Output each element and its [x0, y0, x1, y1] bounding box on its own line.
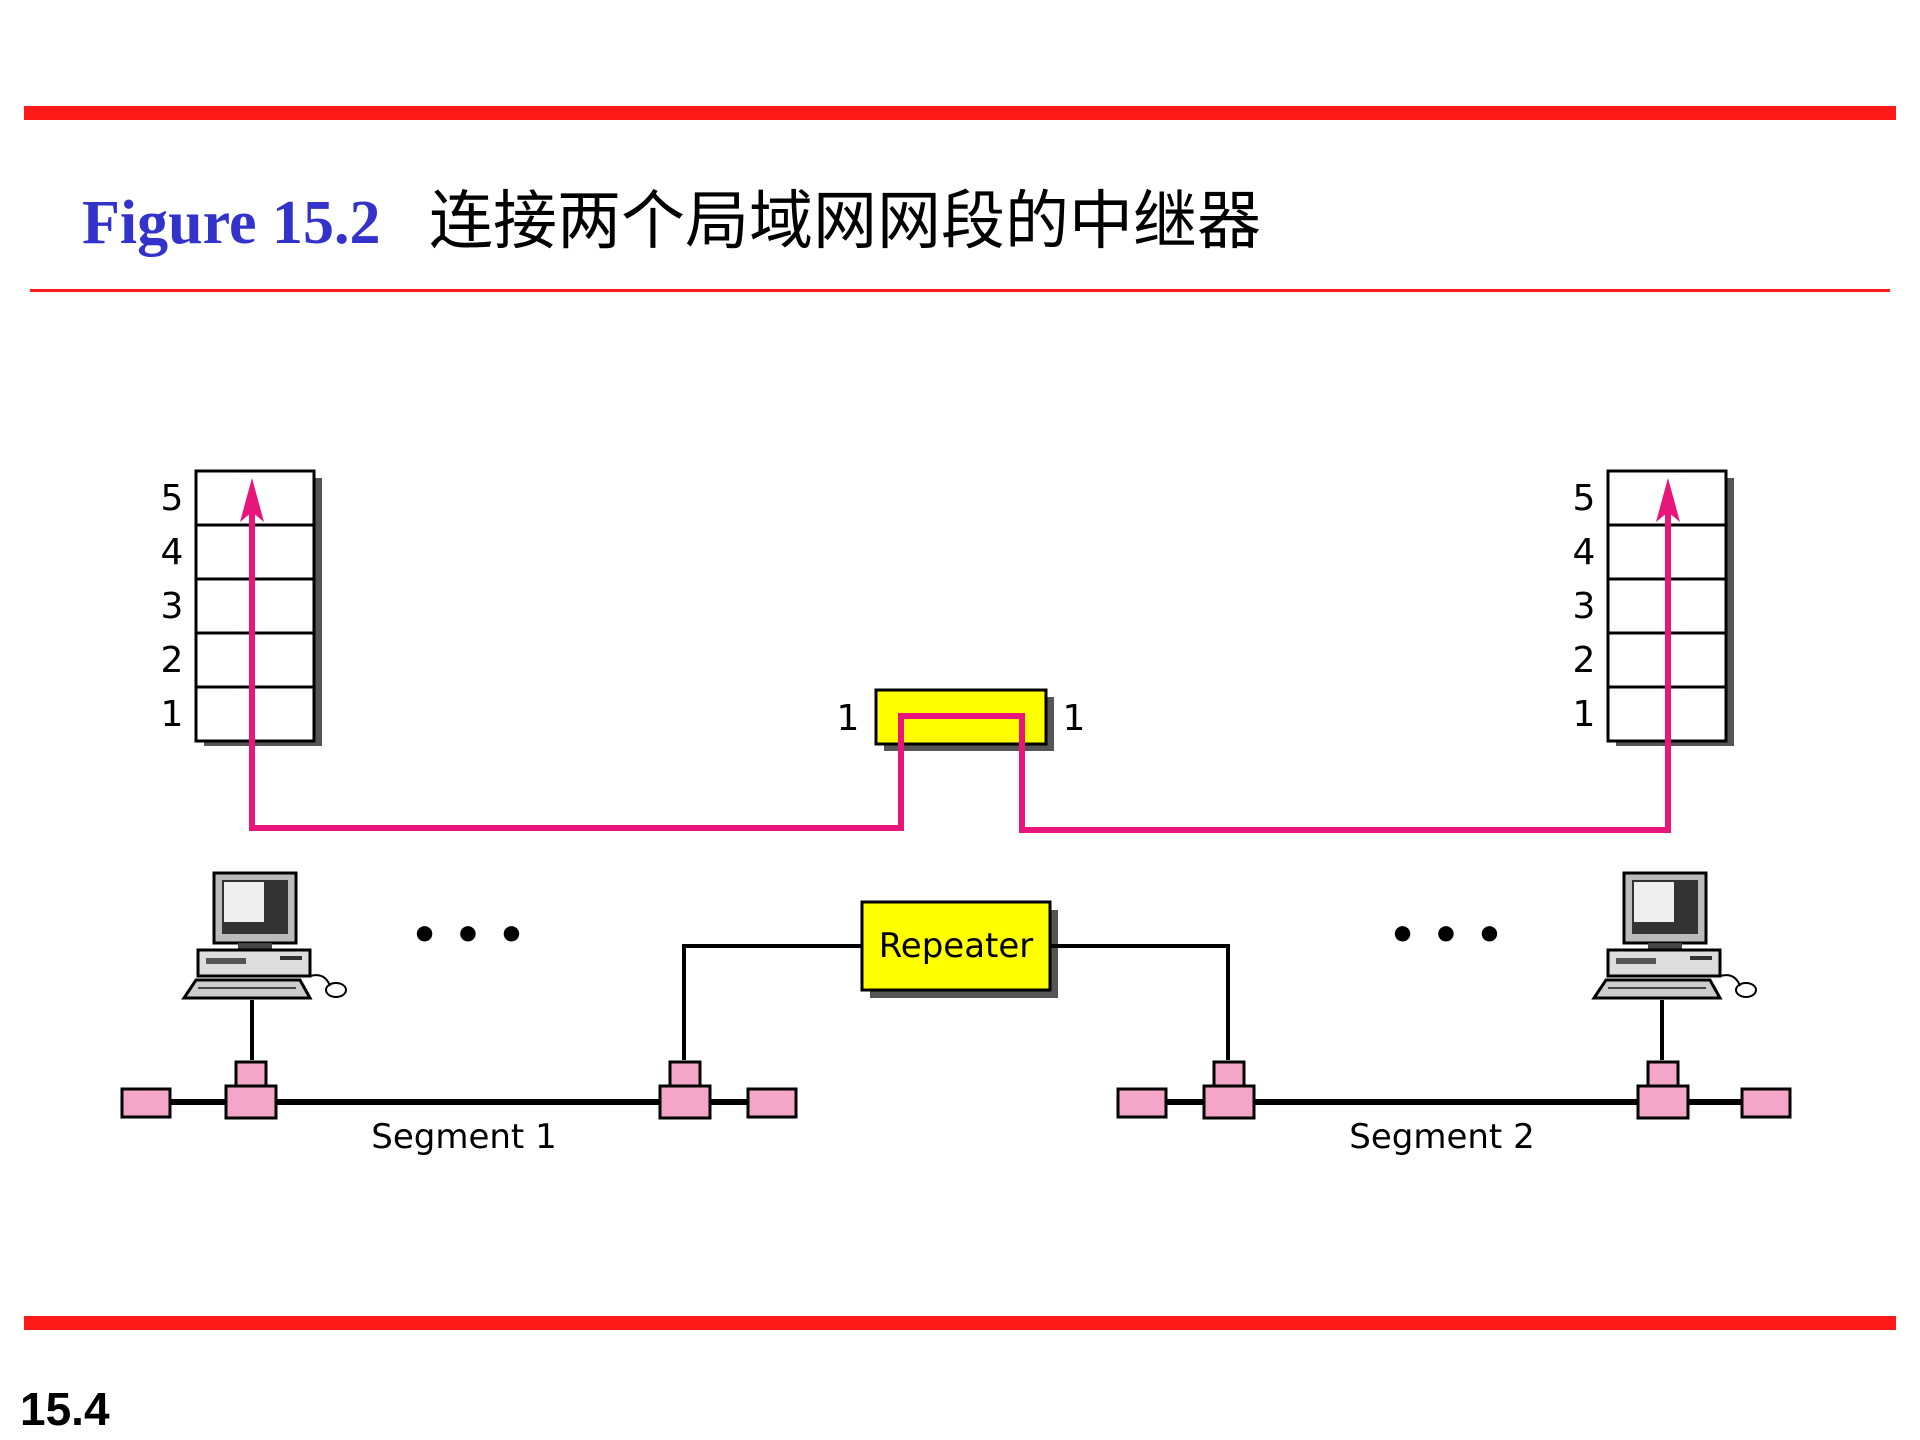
segment-1-terminator-left — [120, 1087, 172, 1119]
t-connector-stem — [234, 1060, 268, 1088]
t-connector — [224, 1084, 278, 1120]
repeater-layer-box: 1 1 — [837, 688, 1086, 751]
right-layer-label: 5 — [1573, 478, 1596, 519]
computer-left-icon — [181, 871, 347, 1000]
right-layer-label: 1 — [1573, 694, 1596, 735]
figure-title: Figure 15.2 连接两个局域网网段的中继器 — [82, 170, 1261, 262]
left-layer-label: 2 — [161, 640, 184, 681]
repeater-wire-right — [1050, 944, 1230, 1060]
data-path-line — [249, 490, 1671, 833]
left-layer-label: 1 — [161, 694, 184, 735]
t-connector — [658, 1084, 712, 1120]
right-layer-label: 4 — [1573, 532, 1596, 573]
wires — [250, 944, 1664, 1060]
repeater-wire-left — [682, 944, 862, 1060]
t-connector-stem — [668, 1060, 702, 1088]
top-rule — [24, 106, 1896, 120]
up-arrow-right-icon — [1656, 478, 1680, 522]
figure-caption: 连接两个局域网网段的中继器 — [428, 185, 1261, 259]
left-layer-label: 5 — [161, 478, 184, 519]
ellipsis-right: • • • — [1388, 910, 1503, 961]
repeater-box — [860, 900, 1052, 992]
segment-1-bus: Segment 1 — [120, 1060, 798, 1157]
repeater-layer-label-right: 1 — [1063, 698, 1086, 739]
segment-2-bus: Segment 2 — [1116, 1060, 1792, 1157]
segment-2-terminator-left — [1116, 1087, 1168, 1119]
t-connector — [1636, 1084, 1690, 1120]
right-layer-label: 2 — [1573, 640, 1596, 681]
up-arrow-left-icon — [240, 478, 264, 522]
figure-label: Figure 15.2 — [82, 189, 381, 257]
segment-1-label: Segment 1 — [371, 1117, 556, 1157]
segment-2-terminator-right — [1740, 1087, 1792, 1119]
t-connector-stem — [1646, 1060, 1680, 1088]
segment-2-label: Segment 2 — [1349, 1117, 1534, 1157]
left-layer-stack: 5 4 3 2 1 — [161, 469, 322, 746]
data-path — [240, 478, 1680, 833]
computer-right-icon — [1591, 871, 1757, 1000]
ellipsis-left: • • • — [410, 910, 525, 961]
page-number: 15.4 — [20, 1383, 110, 1435]
bottom-rule — [24, 1316, 1896, 1330]
left-layer-label: 3 — [161, 586, 184, 627]
left-layer-label: 4 — [161, 532, 184, 573]
title-underline — [30, 289, 1890, 292]
right-layer-label: 3 — [1573, 586, 1596, 627]
t-connector-stem — [1212, 1060, 1246, 1088]
t-connector — [1202, 1084, 1256, 1120]
right-layer-stack: 5 4 3 2 1 — [1573, 469, 1734, 746]
repeater-layer-label-left: 1 — [837, 698, 860, 739]
repeater-device: Repeater — [860, 900, 1058, 998]
segment-1-terminator-right — [746, 1087, 798, 1119]
repeater-label: Repeater — [879, 926, 1034, 966]
